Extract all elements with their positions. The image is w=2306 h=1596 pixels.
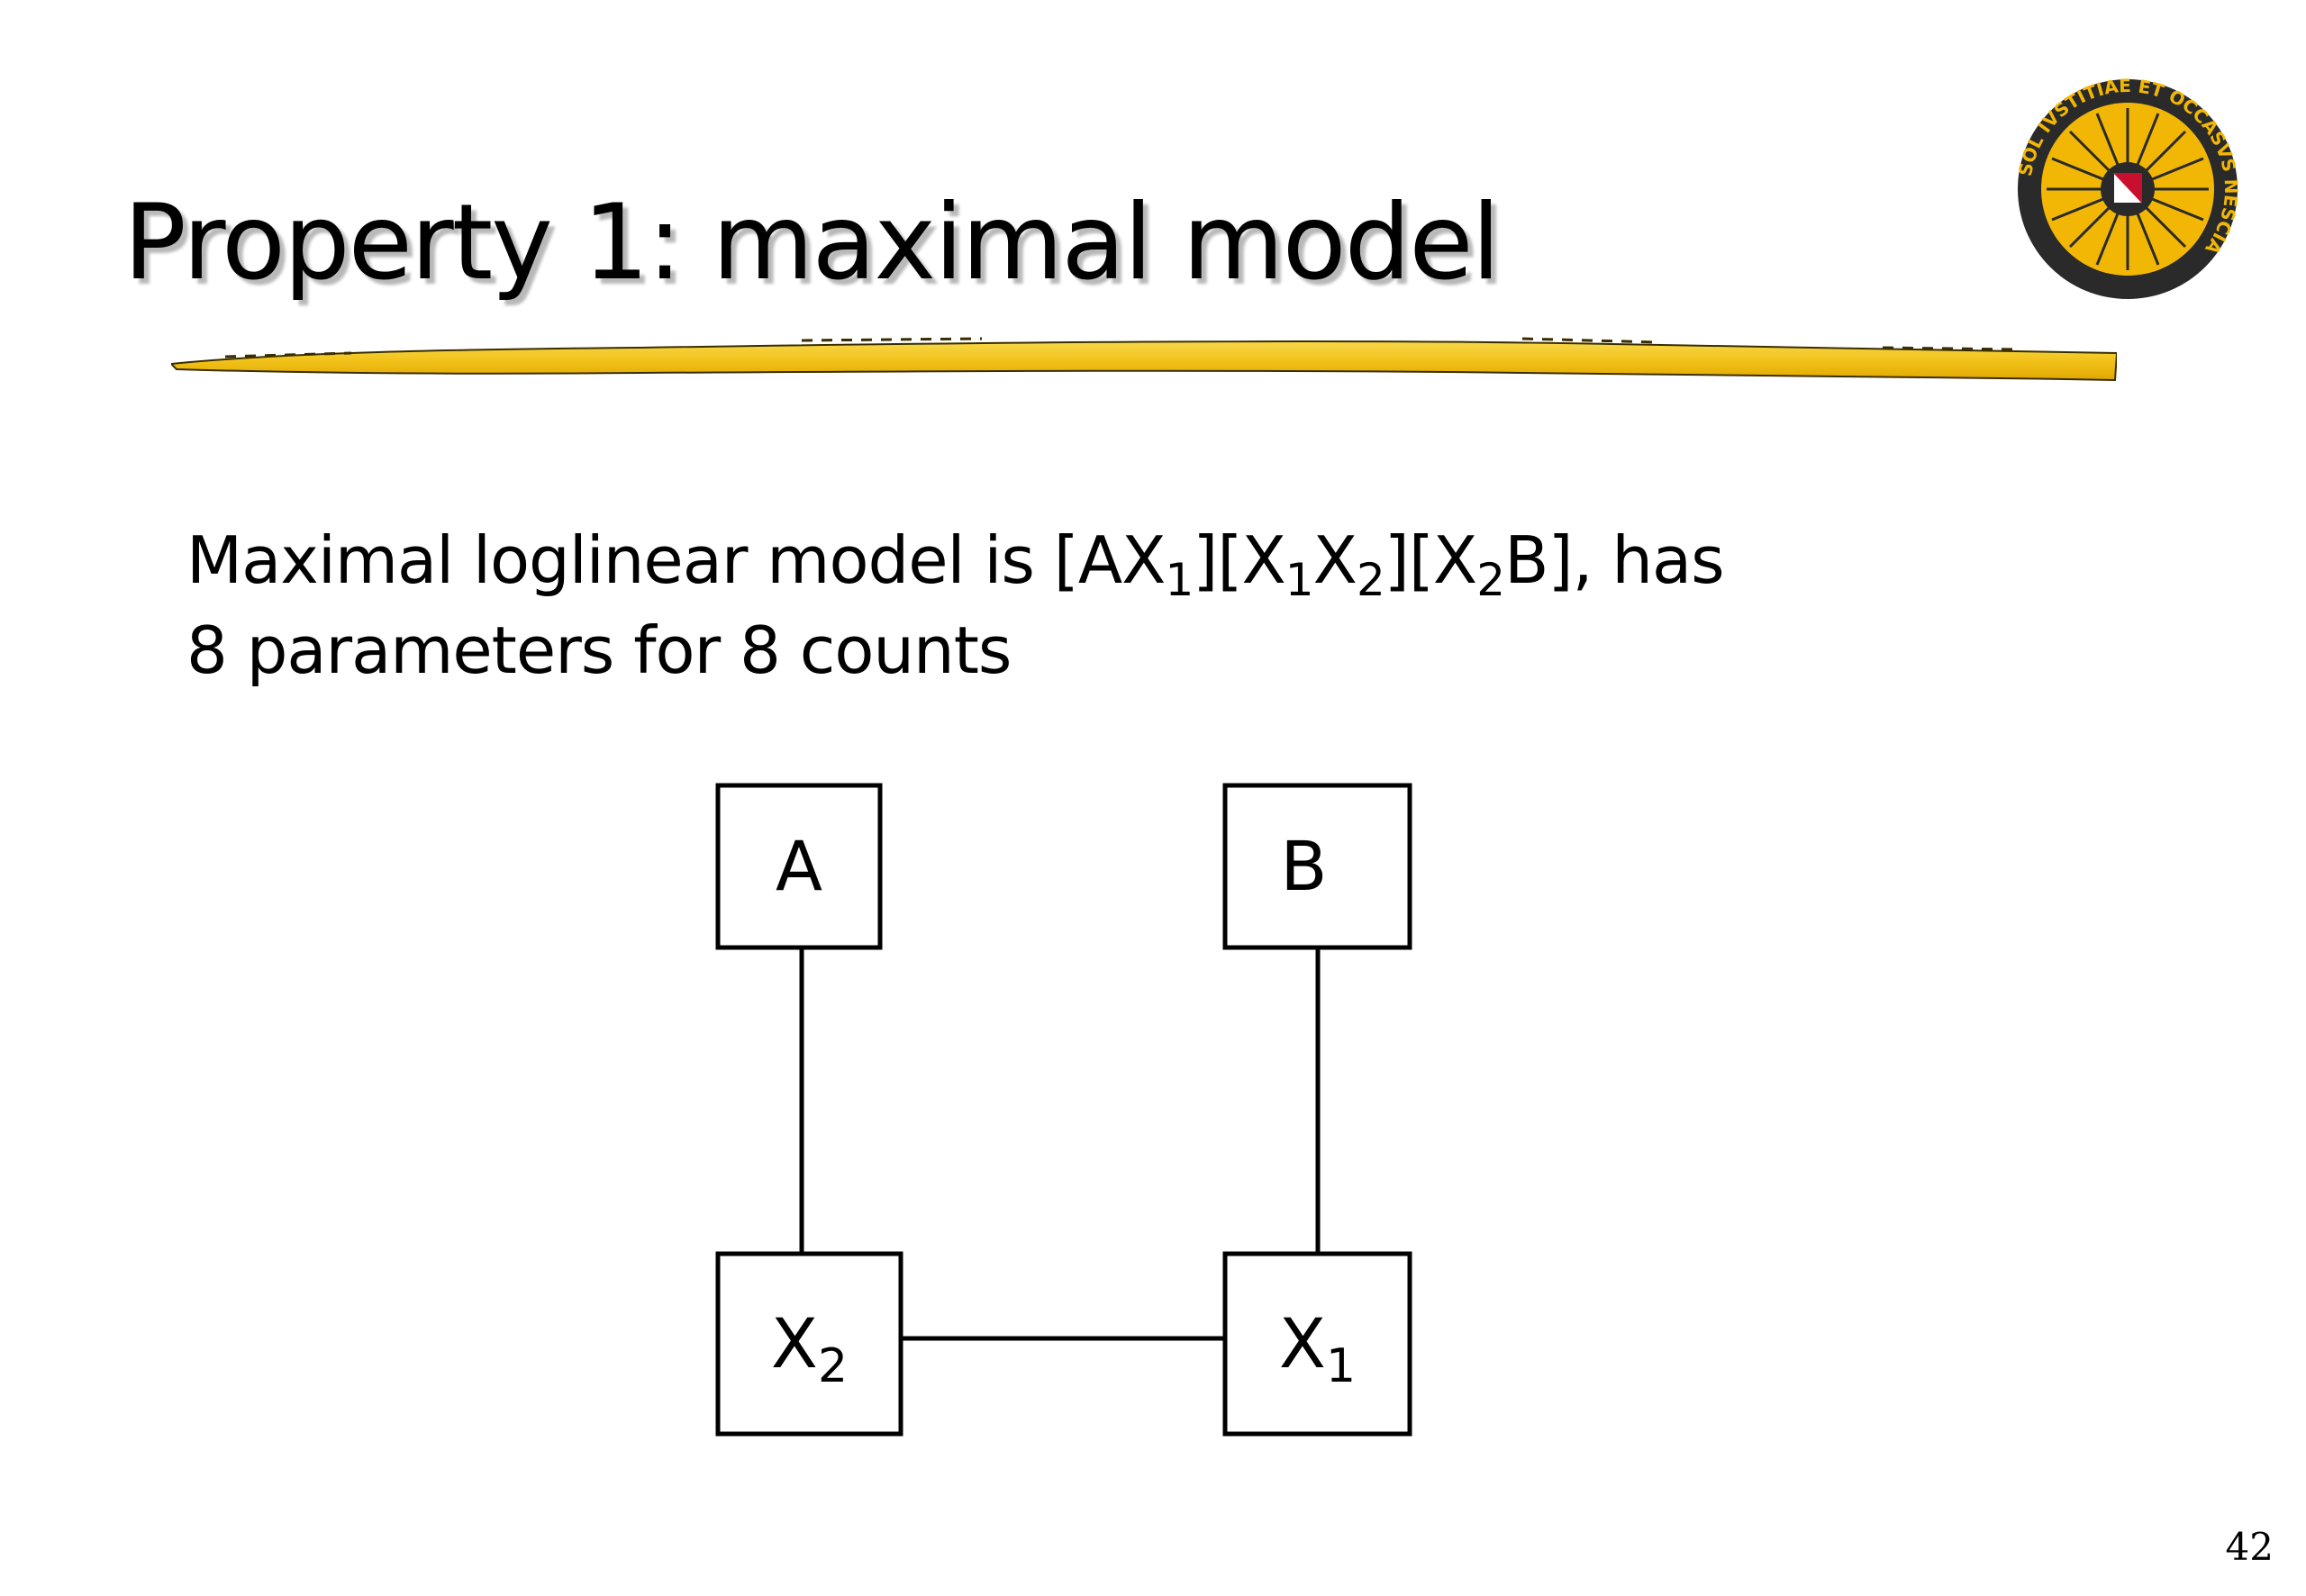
node-A-box xyxy=(715,783,883,950)
body-line-1: Maximal loglinear model is [AX1][X1X2][X… xyxy=(186,522,1725,606)
node-X1-label: X1 xyxy=(1278,1303,1357,1393)
slide-title: Property 1: maximal model xyxy=(123,182,1501,304)
university-seal-logo: SOL IVSTITIAE ET OCCASVS NESCIA xyxy=(2014,75,2242,299)
node-A-label: A xyxy=(776,826,822,906)
node-B-label: B xyxy=(1280,826,1328,906)
node-X2-box xyxy=(715,1251,903,1437)
page-number: 42 xyxy=(2225,1525,2274,1569)
node-X1-box xyxy=(1222,1251,1412,1437)
title-underline xyxy=(171,337,2117,382)
node-X2-label: X2 xyxy=(770,1303,849,1393)
node-B-box xyxy=(1222,783,1412,950)
body-line-2: 8 parameters for 8 counts xyxy=(186,612,1012,688)
body-text: Maximal loglinear model is [AX1][X1X2][X… xyxy=(186,515,1725,695)
